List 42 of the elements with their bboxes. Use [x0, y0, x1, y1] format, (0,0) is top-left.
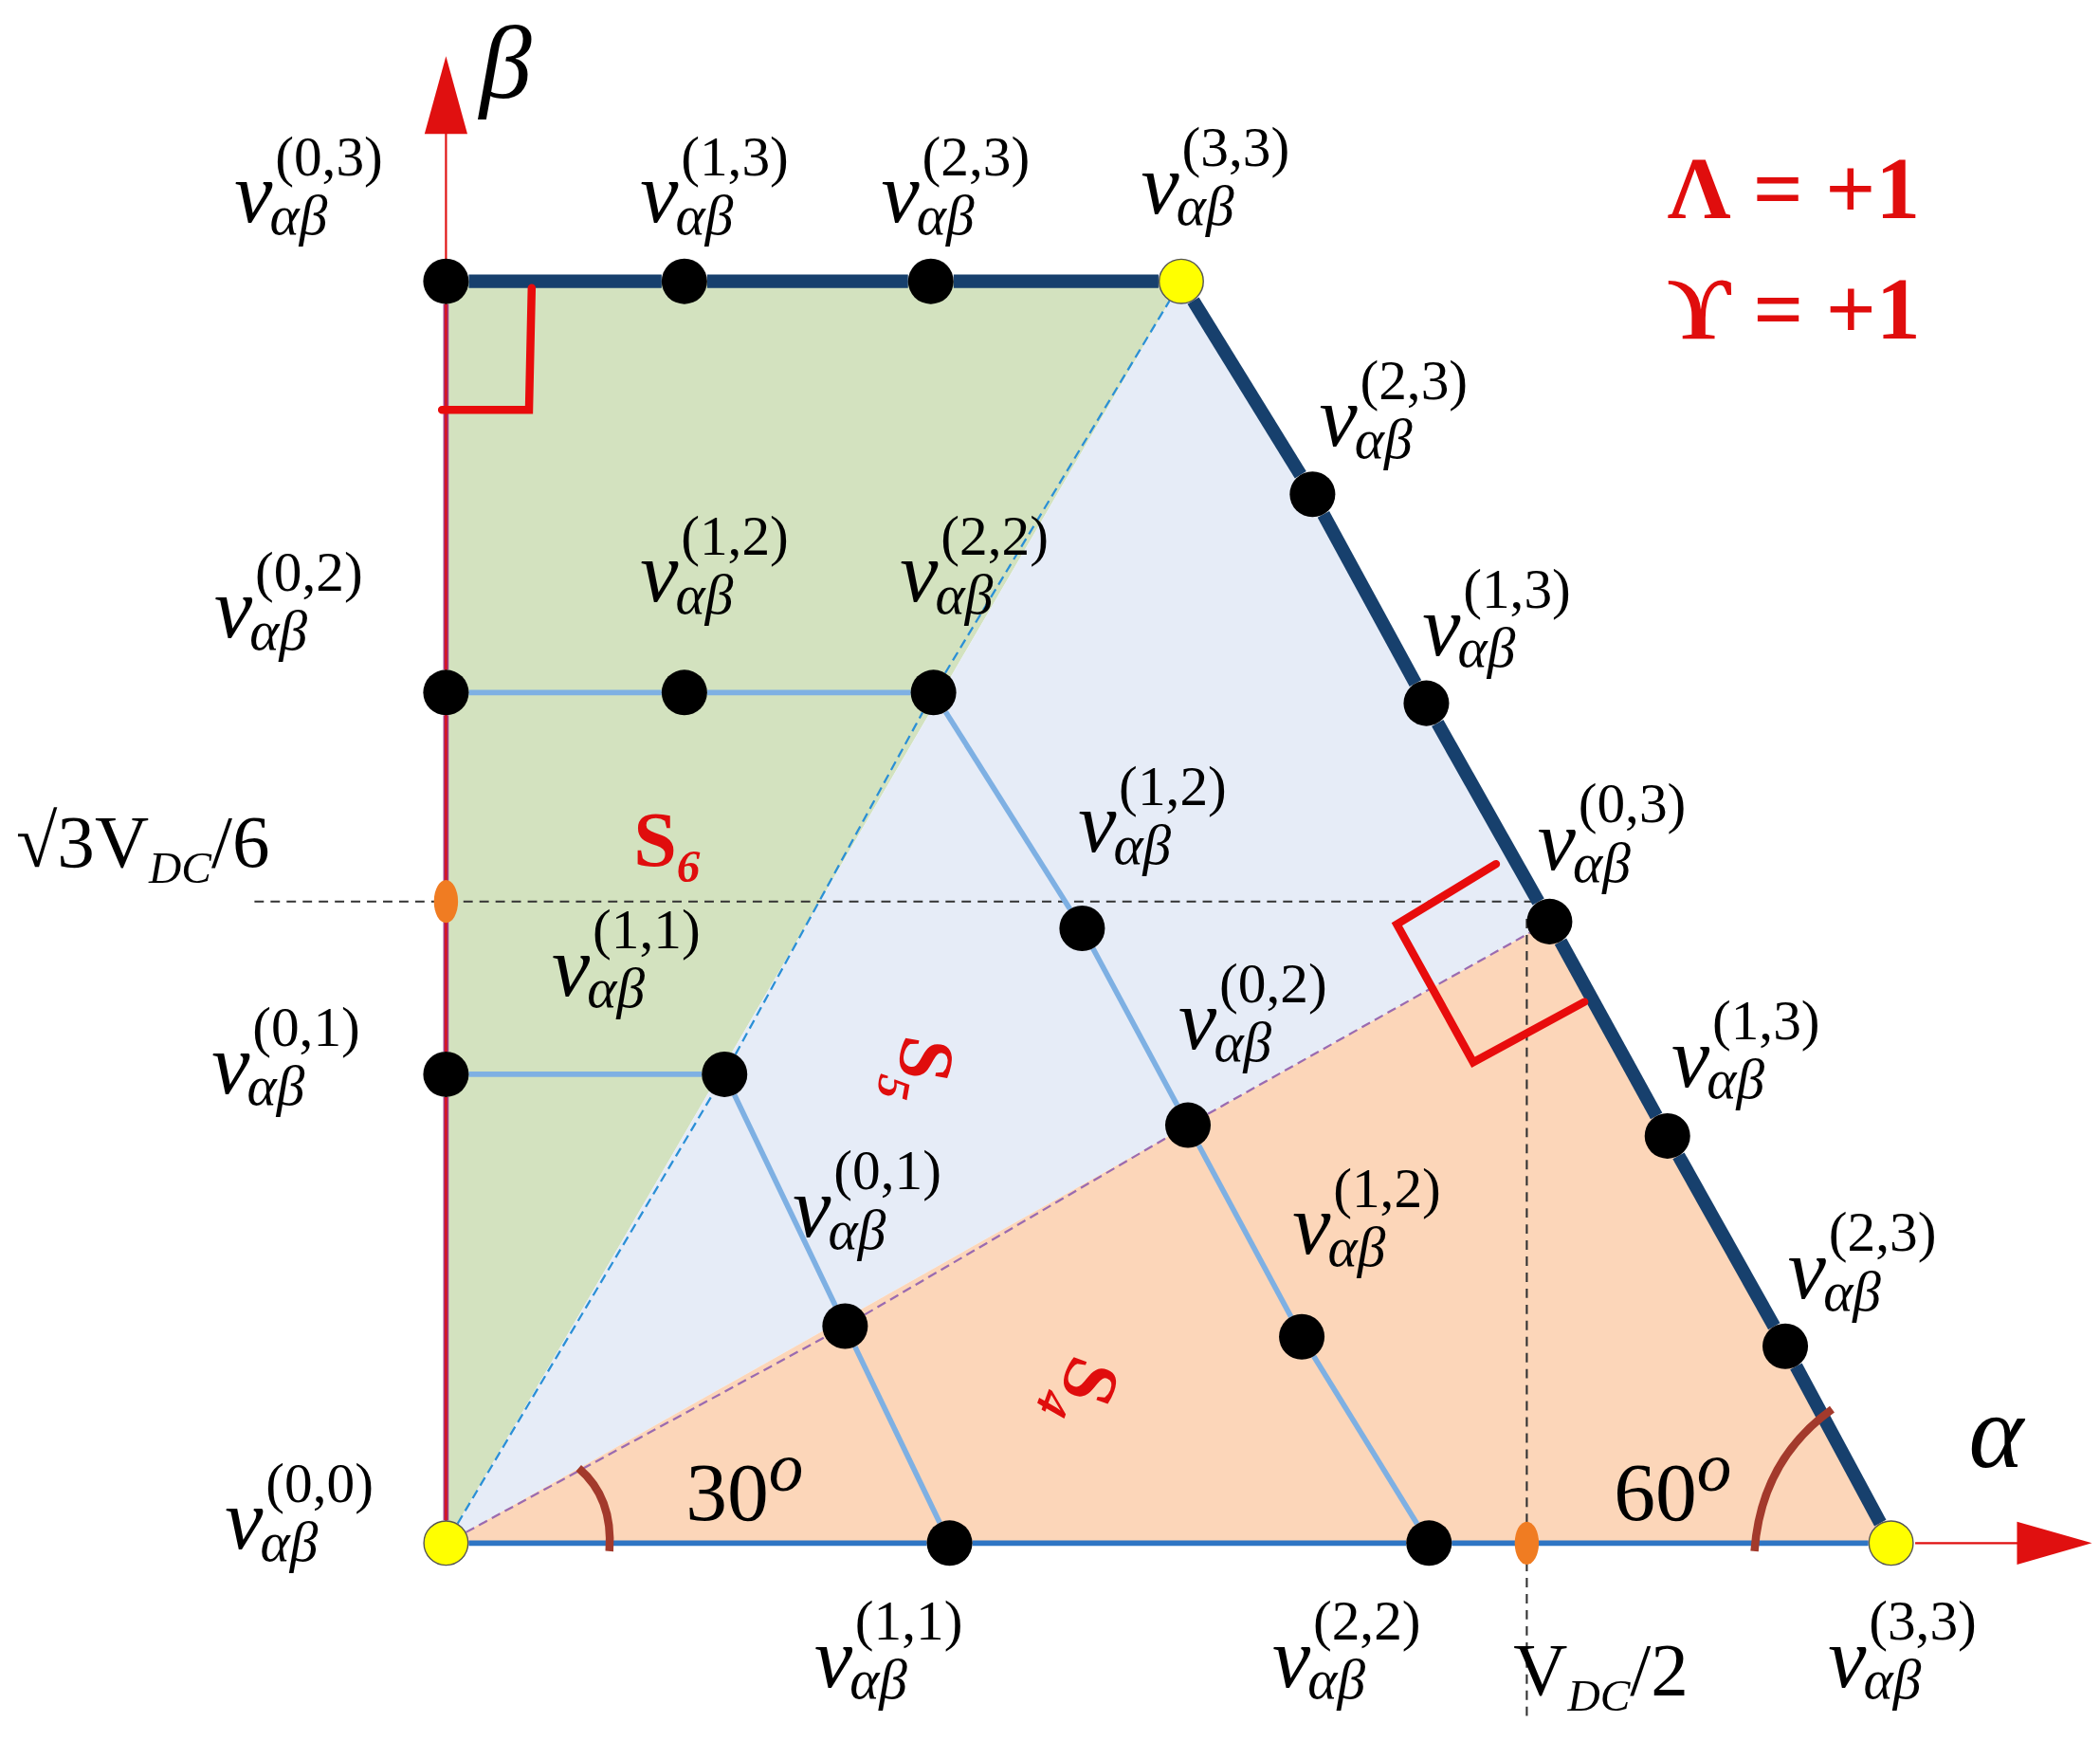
line: [943, 710, 1072, 911]
line: [468, 689, 662, 696]
line: [1196, 1144, 1294, 1318]
vertex-dot: [1868, 1520, 1914, 1567]
vector-dot: [423, 1051, 469, 1097]
line: [972, 1540, 1407, 1547]
line: [1672, 1152, 1780, 1330]
line: [443, 715, 449, 1052]
dimension-label: √3V$_{DC}$/6: [15, 803, 270, 891]
dashed-line: [465, 1335, 826, 1533]
parameter-label: ϒ = +1: [1667, 265, 1921, 354]
line: [852, 1345, 942, 1524]
line: [1452, 1540, 1869, 1547]
axis-label: α: [1968, 1380, 2024, 1485]
line: [1432, 720, 1544, 906]
dimension-label: V$_{DC}$/2: [1513, 1631, 1689, 1719]
vector-dot: [423, 258, 469, 304]
dashed-line: [734, 711, 924, 1055]
line: [1187, 297, 1306, 479]
line: [468, 1072, 703, 1077]
line: [1790, 1363, 1887, 1527]
line: [1311, 1354, 1420, 1526]
line: [732, 1093, 838, 1308]
dashed-line: [1207, 931, 1531, 1115]
line: [468, 274, 662, 288]
line: [706, 689, 911, 696]
line: [468, 1540, 927, 1547]
angle-label: 30$^{o}$: [685, 1433, 804, 1533]
vector-dot: [907, 258, 954, 304]
line: [706, 274, 908, 288]
dashed-line: [944, 300, 1171, 674]
vector-dot: [423, 669, 469, 716]
line: [953, 274, 1159, 288]
line: [1317, 510, 1422, 687]
parameter-label: Λ = +1: [1667, 144, 1921, 233]
angle-label: 60$^{o}$: [1614, 1433, 1732, 1533]
line: [443, 1096, 449, 1521]
line: [1090, 946, 1180, 1107]
sector-label: S$_{6}$: [633, 800, 701, 891]
line: [443, 303, 449, 670]
vertex-dot: [423, 1520, 469, 1567]
line: [1554, 938, 1663, 1120]
